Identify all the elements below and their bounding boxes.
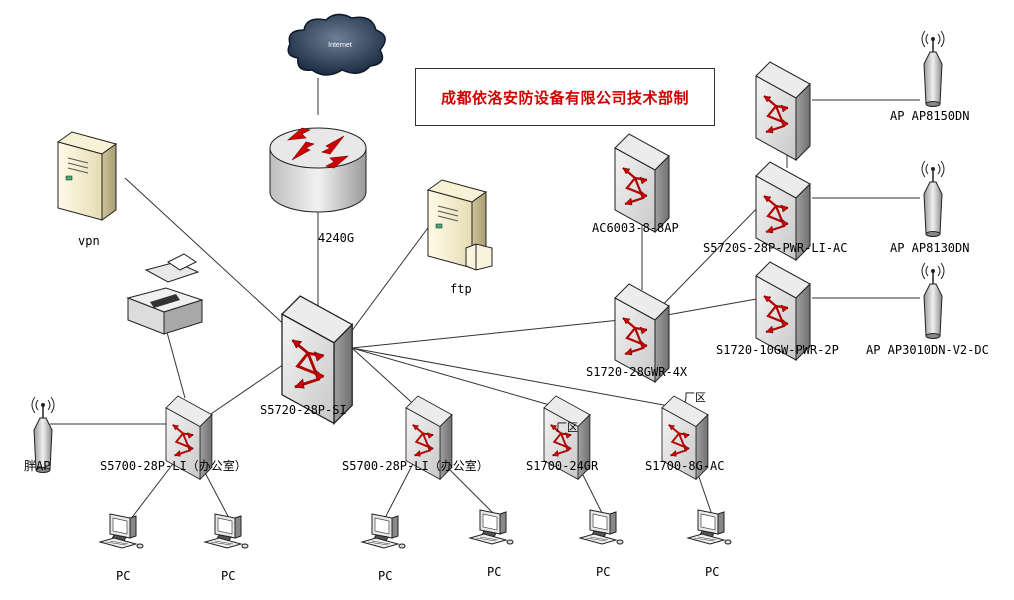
ftp-server-icon [427, 179, 493, 271]
link-core-factory1 [351, 347, 561, 409]
ac-controller-icon [613, 132, 671, 234]
pc5-label: PC [596, 565, 610, 579]
ap2-label: AP AP8130DN [890, 241, 969, 255]
pc5-icon [579, 509, 624, 545]
pc4-label: PC [487, 565, 501, 579]
ap3-icon [921, 262, 945, 340]
link-printer-office1 [164, 324, 186, 399]
ap1-icon [921, 30, 945, 108]
link-core-factory2 [351, 347, 681, 409]
factory-switch-2-label: S1700-8G-AC [645, 459, 724, 473]
pc2-icon [204, 513, 249, 549]
pc2-label: PC [221, 569, 235, 583]
ac-label: AC6003-8-8AP [592, 221, 679, 235]
pc6-label: PC [705, 565, 719, 579]
top-switch-icon [754, 60, 812, 162]
link-group [50, 78, 920, 521]
pc1-label: PC [116, 569, 130, 583]
pc3-label: PC [378, 569, 392, 583]
link-core-office1 [204, 359, 291, 419]
link-agg-poeA [649, 199, 766, 319]
factory-switch-1-label: S1700-24GR [526, 459, 599, 473]
vpn-label: vpn [78, 234, 100, 248]
poe-switch-a-label: S5720S-28P-PWR-LI-AC [703, 241, 848, 255]
office-switch-2-label: S5700-28P-LI（办公室） [342, 458, 489, 473]
link-vpn-core [124, 177, 291, 331]
link-ftp-core [344, 224, 431, 341]
title-box: 成都依洛安防设备有限公司技术部制 [415, 68, 715, 126]
link-core-agg [351, 319, 621, 349]
core-switch-label: S5720-28P-SI [260, 403, 347, 417]
ap1-label: AP AP8150DN [890, 109, 969, 123]
router-icon [269, 127, 367, 213]
agg-switch-label: S1720-28GWR-4X [586, 365, 688, 379]
factory-tag-2: 厂区 [684, 391, 706, 404]
factory-tag-1: 厂区 [556, 421, 578, 434]
ftp-label: ftp [450, 282, 472, 296]
fat-ap-label: 胖AP [24, 459, 50, 473]
ap3-label: AP AP3010DN-V2-DC [866, 343, 989, 357]
link-core-office2 [351, 347, 421, 411]
poe-switch-b-label: S1720-10GW-PWR-2P [716, 343, 839, 357]
ap2-icon [921, 160, 945, 238]
cloud-label: Internet [328, 42, 352, 49]
pc3-icon [361, 513, 406, 549]
pc6-icon [687, 509, 732, 545]
office-switch-1-label: S5700-28P-LI（办公室） [100, 458, 247, 473]
diagram-title: 成都依洛安防设备有限公司技术部制 [440, 88, 689, 107]
router-label: 4240G [318, 231, 354, 245]
internet-cloud-icon: Internet [287, 13, 386, 76]
pc1-icon [99, 513, 144, 549]
vpn-server-icon [57, 131, 117, 221]
printer-icon [126, 253, 204, 335]
pc4-icon [469, 509, 514, 545]
